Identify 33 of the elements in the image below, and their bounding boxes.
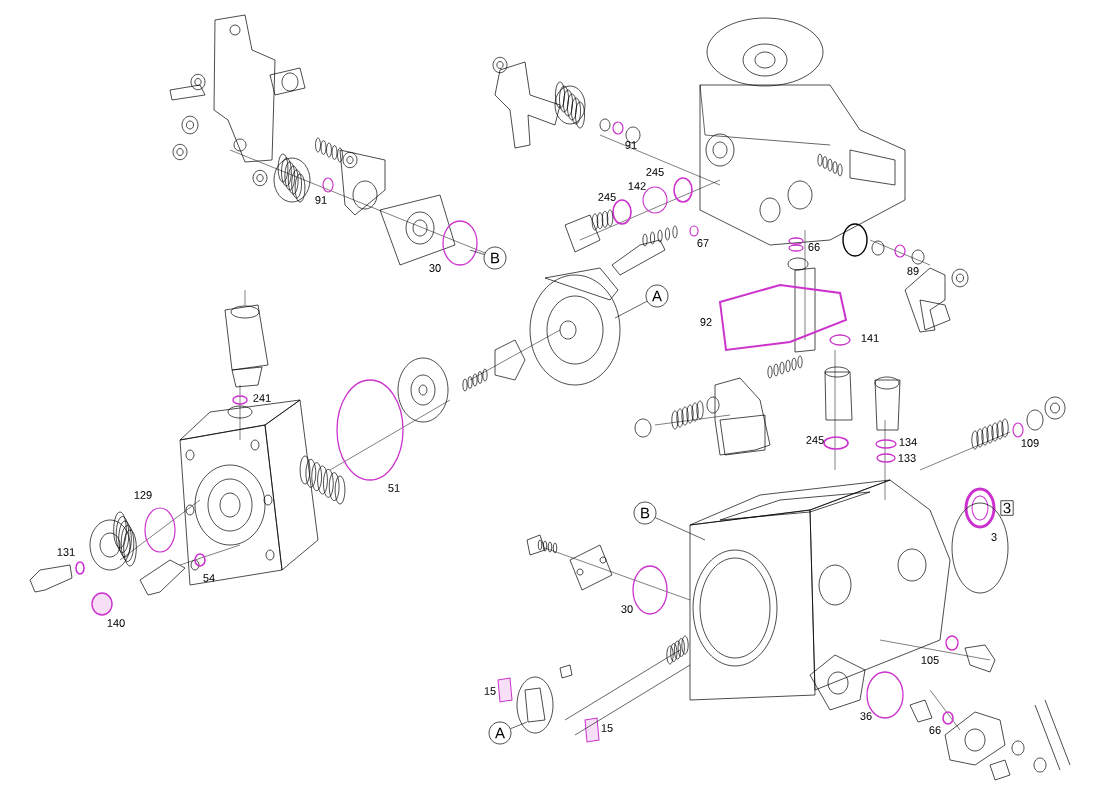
callout-number: 140: [107, 619, 125, 627]
callout-number: 67: [697, 239, 709, 247]
callout-number: 245: [598, 193, 616, 201]
callout-number: 30: [621, 605, 633, 613]
callout-number: 109: [1021, 439, 1039, 447]
callout-number: 30: [429, 264, 441, 272]
callout-number: 142: [628, 182, 646, 190]
leader-line: [510, 721, 528, 730]
callout-number: 3: [991, 533, 997, 541]
callout-number: 66: [808, 243, 820, 251]
callout-number: 15: [484, 687, 496, 695]
leader-line: [655, 517, 706, 541]
callout-number: 51: [388, 484, 400, 492]
callout-number: 92: [700, 318, 712, 326]
callout-number: 134: [899, 438, 917, 446]
callout-number: 141: [861, 334, 879, 342]
callout-number: 133: [898, 454, 916, 462]
callout-number: 91: [625, 141, 637, 149]
callout-number: 245: [806, 436, 824, 444]
callout-number: 241: [253, 394, 271, 402]
callout-number: 89: [907, 267, 919, 275]
callout-number: 129: [134, 491, 152, 499]
boxed-callout-number: 3: [1000, 500, 1014, 516]
callout-number: 15: [601, 724, 613, 732]
callout-number: 66: [929, 726, 941, 734]
callout-number: 54: [203, 574, 215, 582]
leader-line: [614, 300, 648, 319]
leader-line: [469, 249, 485, 255]
callout-number: 105: [921, 656, 939, 664]
callout-number: 131: [57, 548, 75, 556]
callout-number: 91: [315, 196, 327, 204]
callout-number: 245: [646, 168, 664, 176]
callout-number: 36: [860, 712, 872, 720]
